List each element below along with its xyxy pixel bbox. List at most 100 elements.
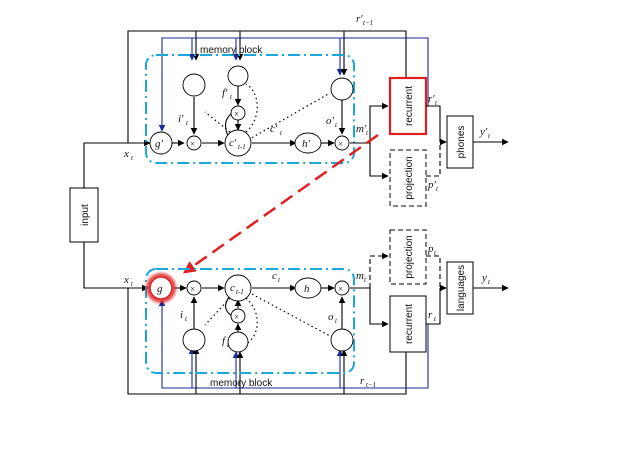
svg-text:f: f bbox=[222, 335, 227, 347]
svg-text:y': y' bbox=[479, 126, 488, 138]
svg-text:t: t bbox=[434, 249, 437, 257]
lower-projection-box bbox=[389, 229, 427, 285]
svg-text:i': i' bbox=[178, 113, 184, 125]
svg-text:c: c bbox=[230, 282, 235, 294]
svg-text:g: g bbox=[157, 283, 163, 295]
svg-text:t: t bbox=[366, 129, 369, 137]
svg-text:p: p bbox=[427, 243, 434, 255]
svg-text:recurrent: recurrent bbox=[404, 86, 415, 126]
svg-text:p': p' bbox=[427, 179, 437, 191]
lower-output-multiply-node bbox=[334, 280, 350, 296]
svg-text:y: y bbox=[481, 272, 487, 284]
svg-text:×: × bbox=[338, 284, 343, 294]
lower-recurrent-feedback-outer bbox=[127, 288, 407, 395]
svg-text:t: t bbox=[335, 317, 338, 325]
svg-text:t: t bbox=[185, 315, 188, 323]
upper-recurrent-box bbox=[388, 76, 428, 136]
svg-text:f': f' bbox=[222, 87, 228, 99]
lower-memory-block-label: memory block bbox=[210, 378, 273, 389]
upper-memory-block bbox=[145, 54, 355, 164]
svg-text:×: × bbox=[338, 139, 343, 149]
upper-recurrent-feedback-inner bbox=[158, 37, 429, 132]
svg-text:t: t bbox=[364, 276, 367, 284]
lower-network: memory block g × × c t-1 h × x t i bbox=[123, 229, 509, 395]
lower-recurrent-feedback-inner bbox=[158, 299, 429, 389]
svg-text:t: t bbox=[278, 276, 281, 284]
upper-input-gate-node bbox=[182, 73, 206, 97]
svg-text:t: t bbox=[230, 93, 233, 101]
svg-text:r': r' bbox=[356, 13, 363, 25]
svg-text:t: t bbox=[227, 341, 230, 349]
upper-forget-gate-node bbox=[227, 65, 249, 87]
svg-text:m: m bbox=[356, 270, 364, 282]
svg-text:o': o' bbox=[326, 115, 335, 127]
svg-text:t-1: t-1 bbox=[238, 143, 246, 151]
svg-text:t: t bbox=[335, 121, 338, 129]
svg-text:r': r' bbox=[428, 93, 435, 105]
lower-output-box bbox=[446, 261, 474, 315]
svg-text:r: r bbox=[360, 375, 365, 387]
svg-text:t: t bbox=[435, 99, 438, 107]
svg-text:×: × bbox=[234, 312, 239, 322]
svg-text:m': m' bbox=[356, 123, 367, 135]
lower-forget-multiply-node bbox=[230, 308, 246, 324]
svg-text:t: t bbox=[186, 119, 189, 127]
input-label: input bbox=[80, 204, 91, 226]
svg-text:×: × bbox=[190, 284, 195, 294]
svg-text:×: × bbox=[190, 139, 195, 149]
upper-recurrent-feedback-outer bbox=[127, 30, 407, 143]
lower-memory-block bbox=[145, 268, 355, 374]
svg-text:projection: projection bbox=[404, 235, 415, 278]
upper-multiply-node bbox=[186, 135, 202, 151]
svg-text:t: t bbox=[280, 129, 283, 137]
lower-input-g-node bbox=[149, 276, 173, 300]
svg-text:t: t bbox=[434, 315, 437, 323]
upper-output-multiply-node bbox=[334, 135, 350, 151]
lower-cell-node bbox=[224, 274, 252, 302]
lower-forget-gate-node bbox=[227, 331, 249, 353]
upper-network: memory block g' × × c' t-1 h' × bbox=[123, 13, 509, 207]
lower-multiply-node bbox=[186, 280, 202, 296]
lower-recurrent-box bbox=[389, 295, 427, 353]
upper-output-h-node bbox=[294, 132, 322, 154]
svg-text:r: r bbox=[428, 309, 433, 321]
svg-text:t: t bbox=[488, 132, 491, 140]
svg-text:phones: phones bbox=[456, 126, 467, 159]
input-to-lower-wire bbox=[83, 242, 149, 292]
svg-text:×: × bbox=[234, 109, 239, 119]
svg-text:t-1: t-1 bbox=[236, 288, 244, 296]
lower-output-h-node bbox=[294, 277, 322, 299]
svg-text:x: x bbox=[123, 274, 129, 286]
upper-cell-node bbox=[224, 129, 252, 157]
upper-input-g-node bbox=[149, 131, 173, 155]
svg-text:h: h bbox=[304, 283, 310, 295]
upper-output-box bbox=[446, 115, 474, 169]
svg-text:t: t bbox=[131, 280, 134, 288]
transfer-arrow bbox=[182, 133, 379, 274]
svg-text:languages: languages bbox=[456, 265, 467, 311]
svg-text:o: o bbox=[328, 311, 334, 323]
svg-text:t: t bbox=[436, 185, 439, 193]
svg-text:t: t bbox=[131, 154, 134, 162]
svg-text:h': h' bbox=[302, 138, 311, 150]
svg-text:t: t bbox=[488, 278, 491, 286]
svg-text:g': g' bbox=[155, 138, 164, 150]
upper-projection-box bbox=[389, 149, 427, 207]
input-node: input bbox=[69, 187, 99, 243]
svg-text:x: x bbox=[123, 148, 129, 160]
svg-text:recurrent: recurrent bbox=[404, 304, 415, 344]
svg-text:projection: projection bbox=[404, 156, 415, 199]
input-to-upper-wire bbox=[83, 139, 151, 188]
lower-output-gate-node bbox=[330, 328, 354, 352]
lower-input-gate-node bbox=[182, 328, 206, 352]
svg-text:t−1: t−1 bbox=[363, 19, 373, 27]
svg-text:c: c bbox=[272, 270, 277, 282]
upper-memory-block-label: memory block bbox=[200, 45, 263, 56]
svg-text:c': c' bbox=[229, 137, 237, 149]
upper-forget-multiply-node bbox=[230, 105, 246, 121]
svg-text:i: i bbox=[180, 309, 183, 321]
svg-text:t−1: t−1 bbox=[366, 381, 376, 389]
svg-text:c': c' bbox=[270, 123, 278, 135]
upper-output-gate-node bbox=[330, 77, 354, 101]
